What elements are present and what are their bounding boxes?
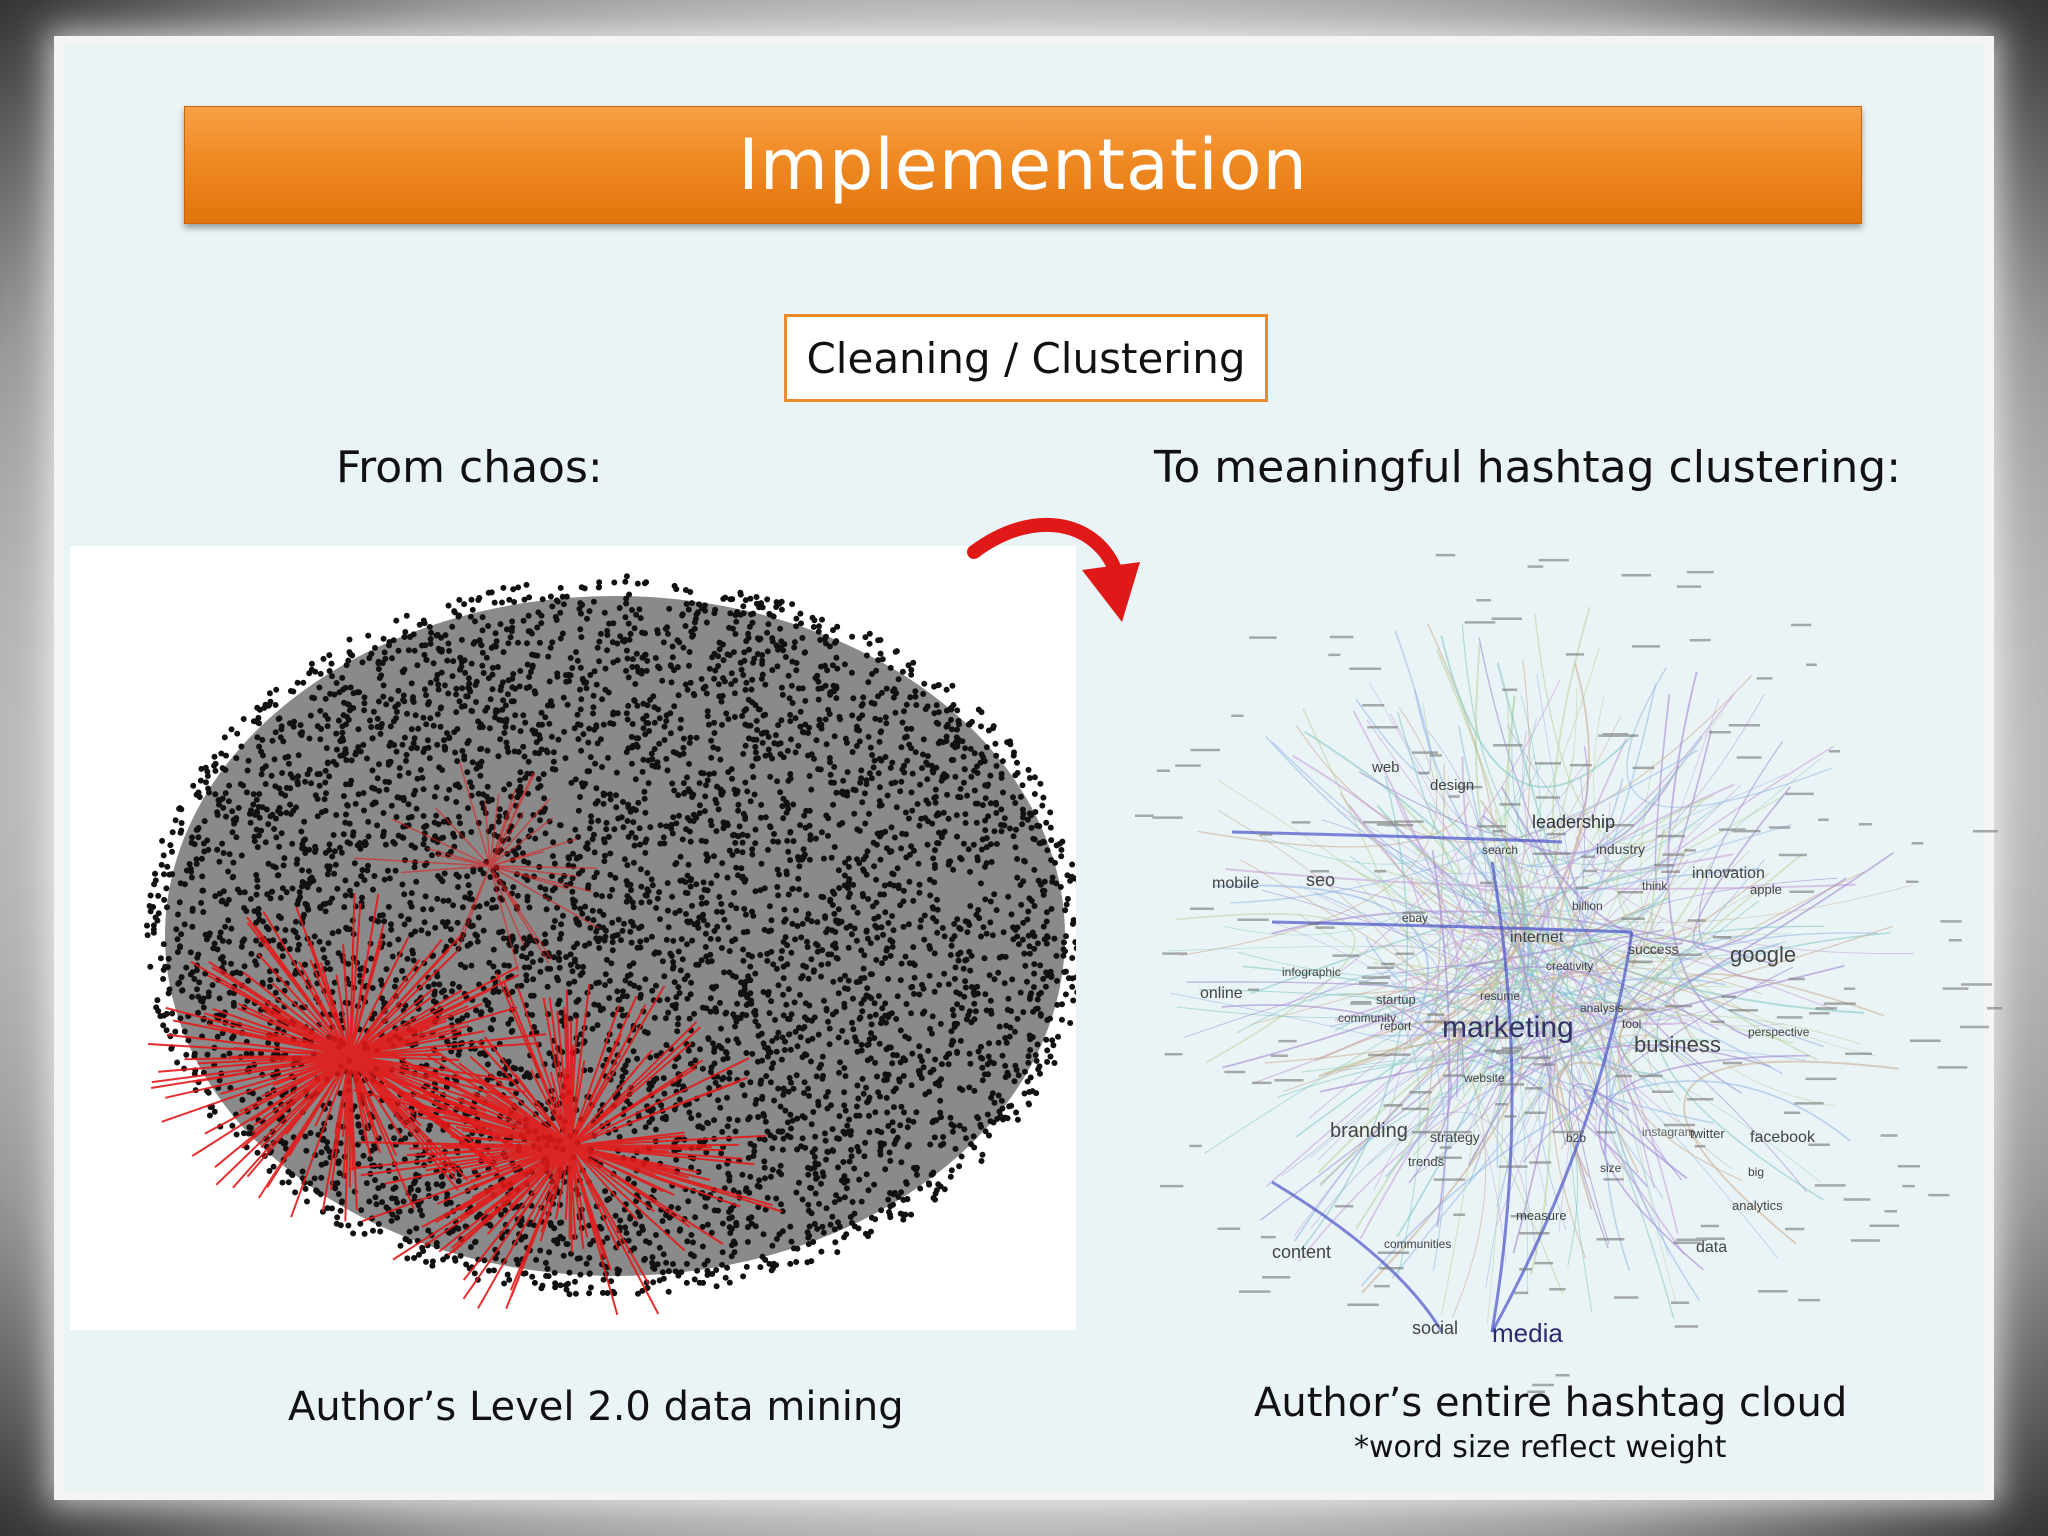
left-heading: From chaos: xyxy=(336,442,603,493)
hashtag-word: branding xyxy=(1330,1120,1408,1142)
hashtag-word: strategy xyxy=(1430,1129,1480,1145)
right-caption: Author’s entire hashtag cloud xyxy=(1254,1380,1848,1426)
hashtag-cluster-image: marketing media business google branding cont… xyxy=(1112,532,2012,1402)
hashtag-word: apple xyxy=(1750,882,1782,897)
hashtag-word: analysis xyxy=(1580,1001,1623,1015)
hashtag-word: startup xyxy=(1376,992,1416,1007)
hashtag-word: data xyxy=(1696,1239,1727,1256)
hashtag-word: leadership xyxy=(1532,812,1615,832)
chaos-network-image xyxy=(70,546,1087,1330)
hashtag-word: internet xyxy=(1510,929,1564,946)
right-heading: To meaningful hashtag clustering: xyxy=(1154,442,1902,493)
subtitle-box: Cleaning / Clustering xyxy=(784,314,1268,402)
hashtag-word: twitter xyxy=(1690,1126,1725,1141)
left-caption: Author’s Level 2.0 data mining xyxy=(288,1384,904,1430)
hashtag-word: design xyxy=(1430,777,1474,794)
hashtag-word: google xyxy=(1730,942,1796,967)
hashtag-word: innovation xyxy=(1692,865,1765,882)
hashtag-word: infographic xyxy=(1282,965,1341,979)
hashtag-word: creativity xyxy=(1546,959,1593,973)
hashtag-word: ebay xyxy=(1402,911,1428,925)
hashtag-word: content xyxy=(1272,1242,1331,1262)
hashtag-word: big xyxy=(1748,1165,1764,1179)
hashtag-word: b2b xyxy=(1566,1131,1586,1145)
hashtag-word: business xyxy=(1634,1032,1721,1057)
hashtag-word: trends xyxy=(1408,1154,1445,1169)
hashtag-word: report xyxy=(1380,1019,1412,1033)
hashtag-word: online xyxy=(1200,985,1243,1002)
hashtag-word: social xyxy=(1412,1318,1458,1338)
hashtag-word: measure xyxy=(1516,1208,1567,1223)
slide: Implementation Cleaning / Clustering Fro… xyxy=(64,46,2003,1490)
hashtag-word: billion xyxy=(1572,899,1603,913)
hashtag-word: analytics xyxy=(1732,1198,1783,1213)
hashtag-word: community xyxy=(1338,1011,1396,1025)
hashtag-word: mobile xyxy=(1212,875,1259,892)
hashtag-word: media xyxy=(1492,1318,1563,1348)
chaos-network-graphic xyxy=(144,573,1087,1316)
hashtag-word: perspective xyxy=(1748,1025,1810,1039)
hashtag-word: search xyxy=(1482,843,1518,857)
cluster-edges xyxy=(1167,606,1914,1333)
hashtag-word: instagram xyxy=(1642,1125,1695,1139)
hashtag-word: communities xyxy=(1384,1237,1451,1251)
hashtag-word: web xyxy=(1371,759,1400,776)
slide-title: Implementation xyxy=(738,124,1308,206)
hashtag-word: success xyxy=(1628,941,1679,957)
hashtag-word: marketing xyxy=(1442,1011,1574,1044)
minor-hashtags xyxy=(1135,553,2003,1394)
hashtag-word: think xyxy=(1642,879,1668,893)
hashtag-word: website xyxy=(1463,1071,1505,1085)
hashtag-word: resume xyxy=(1480,989,1520,1003)
right-note: *word size reflect weight xyxy=(1354,1430,1727,1465)
hashtag-word: tool xyxy=(1622,1017,1641,1031)
hashtag-word: facebook xyxy=(1750,1129,1816,1146)
red-hub-edges xyxy=(354,761,600,972)
hashtag-cluster-graphic: marketing media business google branding cont… xyxy=(1135,553,2003,1394)
hashtag-word: seo xyxy=(1306,870,1335,890)
hashtag-word: industry xyxy=(1596,841,1645,857)
red-hub-edges xyxy=(348,973,783,1316)
subtitle-text: Cleaning / Clustering xyxy=(806,333,1246,383)
title-bar: Implementation xyxy=(184,106,1862,224)
hashtag-words: marketing media business google branding cont… xyxy=(1200,759,1816,1348)
hashtag-word: size xyxy=(1600,1161,1622,1175)
red-hub-edges xyxy=(148,893,547,1222)
arrow-icon xyxy=(967,517,1140,622)
